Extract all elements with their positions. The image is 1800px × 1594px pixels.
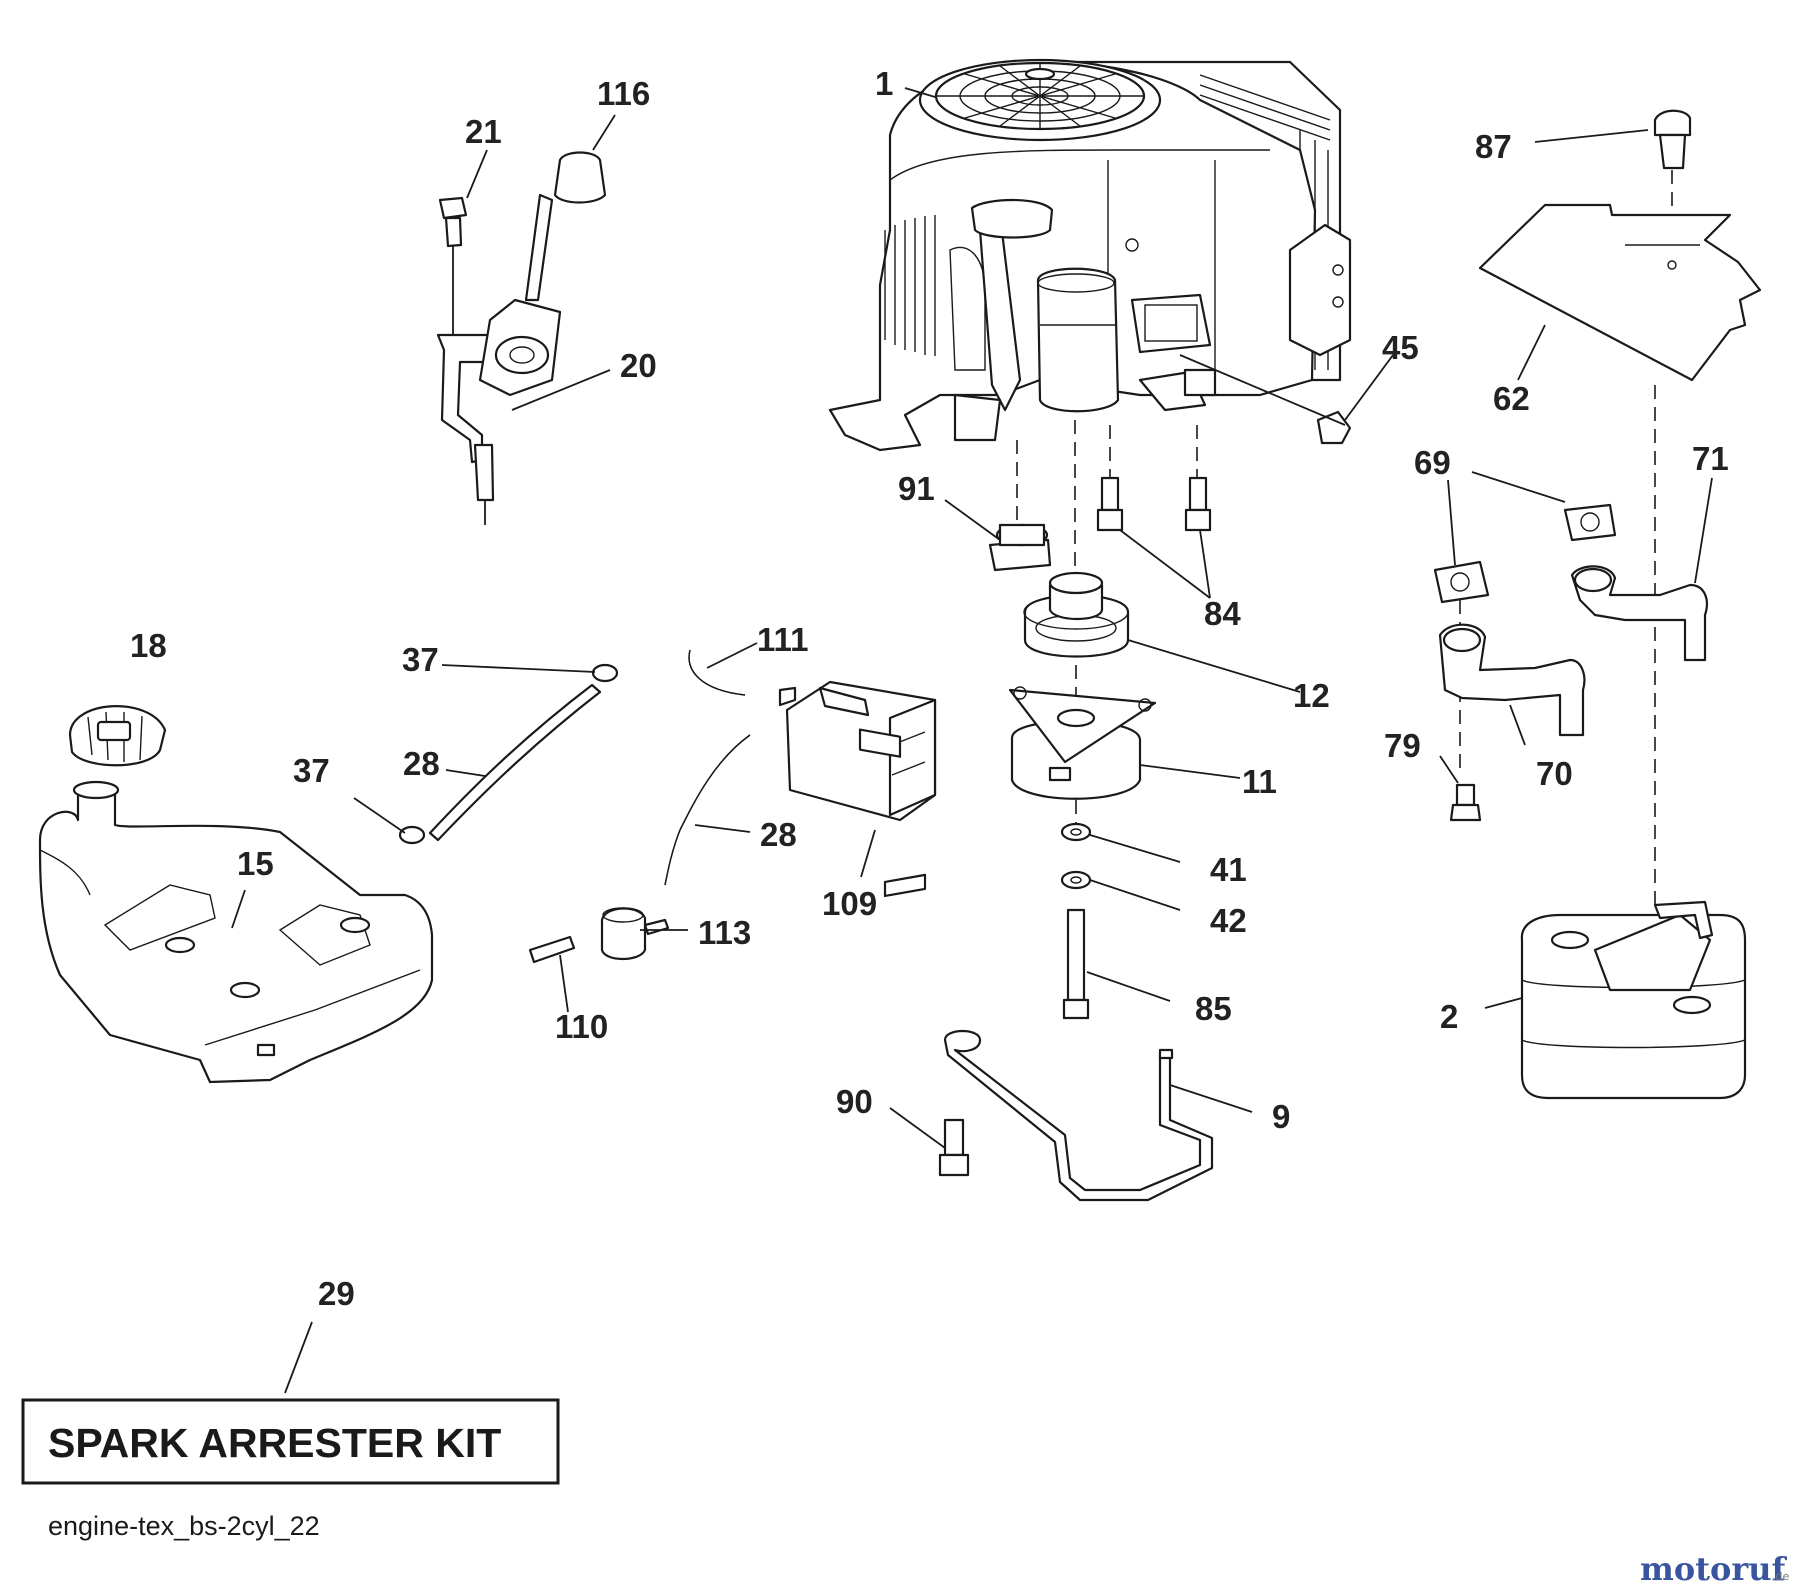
fuel-tank-drawing — [38, 705, 434, 1084]
callout-70: 70 — [1536, 755, 1573, 792]
callout-45: 45 — [1382, 329, 1419, 366]
callout-20: 20 — [620, 347, 657, 384]
callout-11: 11 — [1242, 763, 1277, 800]
callout-62: 62 — [1493, 380, 1530, 417]
spark-arrester-kit-label: SPARK ARRESTER KIT — [48, 1420, 501, 1466]
callout-113: 113 — [698, 914, 751, 951]
callout-87: 87 — [1475, 128, 1512, 165]
callout-85: 85 — [1195, 990, 1232, 1027]
diagram-reference-code: engine-tex_bs-2cyl_22 — [48, 1511, 320, 1541]
callout-79: 79 — [1384, 727, 1421, 764]
fuel-fittings-drawing — [528, 907, 670, 964]
bracket-drawing — [938, 410, 1352, 1202]
callout-12: 12 — [1293, 677, 1330, 714]
callout-2: 2 — [1440, 998, 1458, 1035]
callout-29: 29 — [318, 1275, 355, 1312]
engine-drawing — [828, 58, 1352, 452]
watermark-suffix: .de — [1772, 1570, 1789, 1583]
spark-arrester-kit-box: SPARK ARRESTER KIT — [21, 1398, 560, 1485]
throttle-control-drawing — [436, 151, 607, 525]
callout-37-lower: 37 — [293, 752, 330, 789]
callout-18: 18 — [130, 627, 167, 664]
callout-69: 69 — [1414, 444, 1451, 481]
muffler-drawing — [1520, 385, 1747, 1100]
exhaust-pipes-drawing — [1433, 503, 1708, 822]
svg-text:motoruf: motoruf — [1640, 1550, 1787, 1588]
callout-110: 110 — [555, 1008, 608, 1045]
callout-41: 41 — [1210, 851, 1247, 888]
callout-42: 42 — [1210, 902, 1247, 939]
canister-drawing — [778, 680, 937, 898]
callout-91: 91 — [898, 470, 935, 507]
callout-15: 15 — [237, 845, 274, 882]
callout-9: 9 — [1272, 1098, 1290, 1135]
callout-37-upper: 37 — [402, 641, 439, 678]
clutch-stack-drawing — [988, 420, 1212, 1020]
watermark-text: motoruf — [1640, 1550, 1787, 1588]
callout-28-lower: 28 — [760, 816, 797, 853]
watermark-logo: motoruf .de — [1640, 1550, 1789, 1588]
leader-lines — [231, 87, 1713, 1394]
callout-labels: 1 116 21 20 87 62 45 91 84 69 71 18 37 1… — [130, 65, 1729, 1312]
callout-116: 116 — [597, 75, 650, 112]
callout-111: 111 — [757, 621, 808, 658]
callout-1: 1 — [875, 65, 893, 102]
callout-28-upper: 28 — [403, 745, 440, 782]
callout-90: 90 — [836, 1083, 873, 1120]
callout-109: 109 — [822, 885, 877, 922]
callout-21: 21 — [465, 113, 502, 150]
heat-shield-drawing — [1478, 109, 1762, 382]
callout-84: 84 — [1204, 595, 1241, 632]
callout-71: 71 — [1692, 440, 1729, 477]
fuel-lines-drawing — [398, 649, 751, 886]
